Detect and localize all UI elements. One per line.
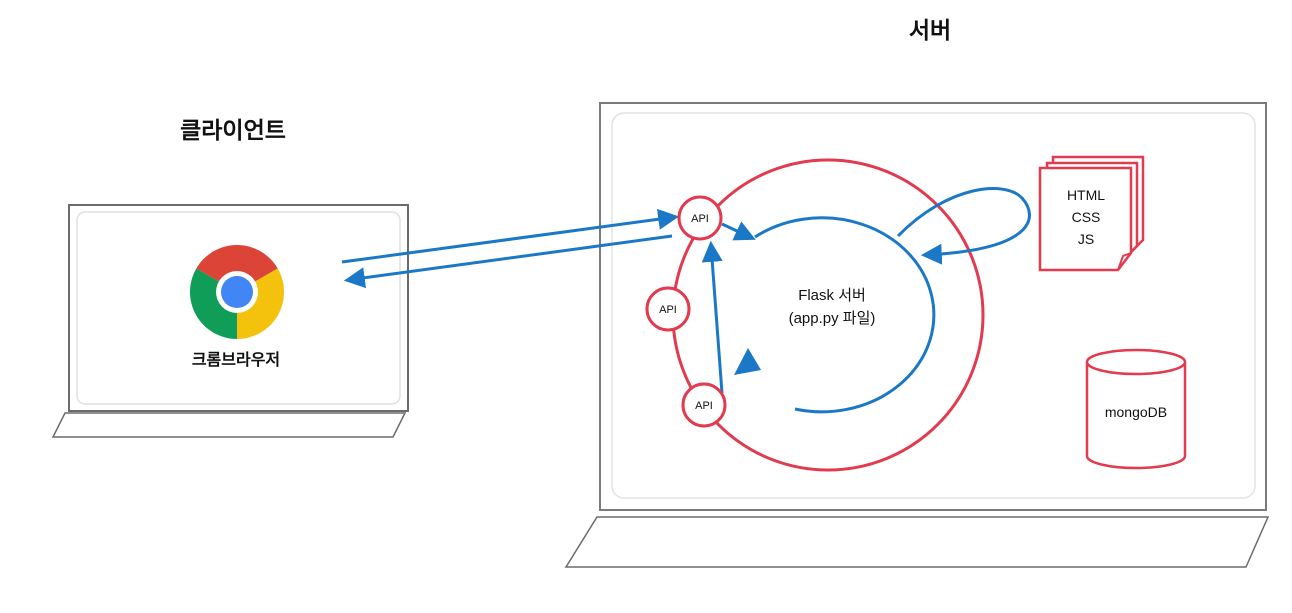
template-loop-arrow [896, 187, 1031, 265]
server-laptop [564, 102, 1270, 568]
db-label: mongoDB [1105, 404, 1167, 420]
api-badge: API [677, 195, 723, 241]
client-title: 클라이언트 [180, 118, 286, 144]
file-label-js: JS [1078, 231, 1094, 247]
api-label: API [695, 400, 713, 412]
api-label: API [691, 213, 709, 225]
client-laptop-keyboard [51, 412, 407, 438]
request-cycle-arc [754, 216, 936, 414]
server-title: 서버 [909, 18, 951, 44]
api-to-cycle-arrow [721, 221, 756, 241]
file-label-html: HTML [1067, 187, 1105, 203]
flask-file-label: (app.py 파일) [789, 310, 876, 327]
response-arrow [343, 234, 673, 289]
flask-server-label: Flask 서버 [798, 287, 866, 304]
request-arrow [341, 208, 680, 264]
api-badge: API [645, 286, 691, 332]
chrome-icon [190, 245, 284, 339]
api-badge: API [681, 382, 727, 428]
server-laptop-keyboard [564, 516, 1270, 568]
api-label: API [659, 304, 677, 316]
document-front [1038, 166, 1133, 272]
cycle-to-api-arrow [701, 240, 724, 394]
browser-label: 크롬브라우저 [192, 350, 280, 369]
cycle-arrowhead [734, 348, 761, 375]
file-label-css: CSS [1072, 209, 1101, 225]
database-icon: mongoDB [1085, 348, 1187, 470]
static-files-icon: HTML CSS JS [1038, 155, 1145, 272]
